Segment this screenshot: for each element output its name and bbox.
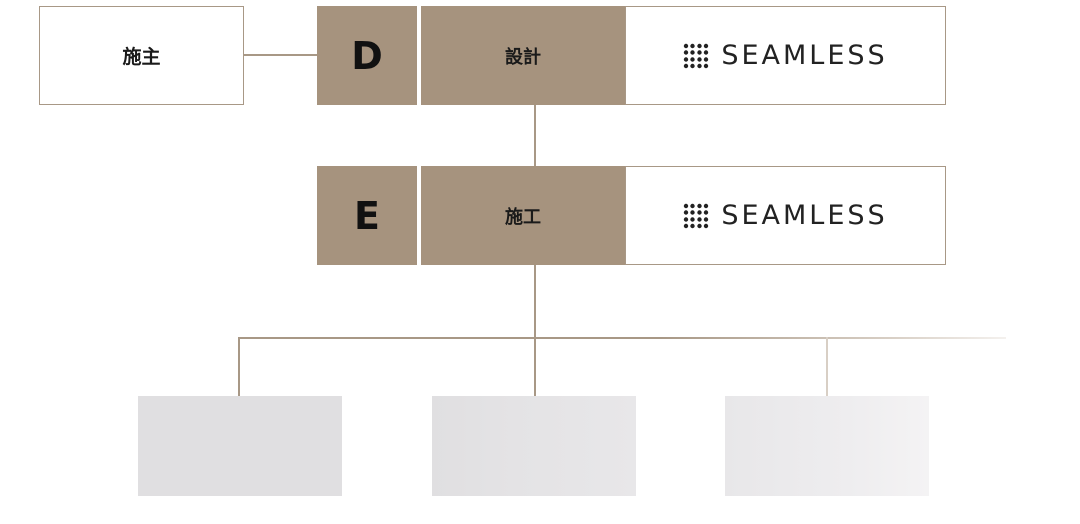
subcontractor-box-2 xyxy=(432,396,636,496)
row-d-company: SEAMLESS xyxy=(625,6,946,105)
row-d-company-name: SEAMLESS xyxy=(721,40,888,71)
branch-drop-2 xyxy=(534,337,536,396)
client-connector-line xyxy=(244,54,317,56)
row-e-company-name: SEAMLESS xyxy=(721,200,888,231)
branch-drop-3 xyxy=(826,337,828,396)
subcontractor-box-1 xyxy=(138,396,342,496)
branch-drop-1 xyxy=(238,337,240,396)
subcontractor-box-3 xyxy=(725,396,929,496)
row-d-letter: D xyxy=(317,6,417,105)
seamless-logo-icon xyxy=(684,203,709,228)
row-d-role: 設計 xyxy=(421,6,625,105)
branch-line xyxy=(238,337,1006,339)
seamless-logo-icon xyxy=(684,43,709,68)
row-e-letter: E xyxy=(317,166,417,265)
row-e-role: 施工 xyxy=(421,166,625,265)
client-label: 施主 xyxy=(122,46,161,68)
construction-branch-connector xyxy=(534,265,536,339)
client-box: 施主 xyxy=(39,6,244,105)
row-e-company: SEAMLESS xyxy=(625,166,946,265)
design-construction-connector xyxy=(534,105,536,167)
